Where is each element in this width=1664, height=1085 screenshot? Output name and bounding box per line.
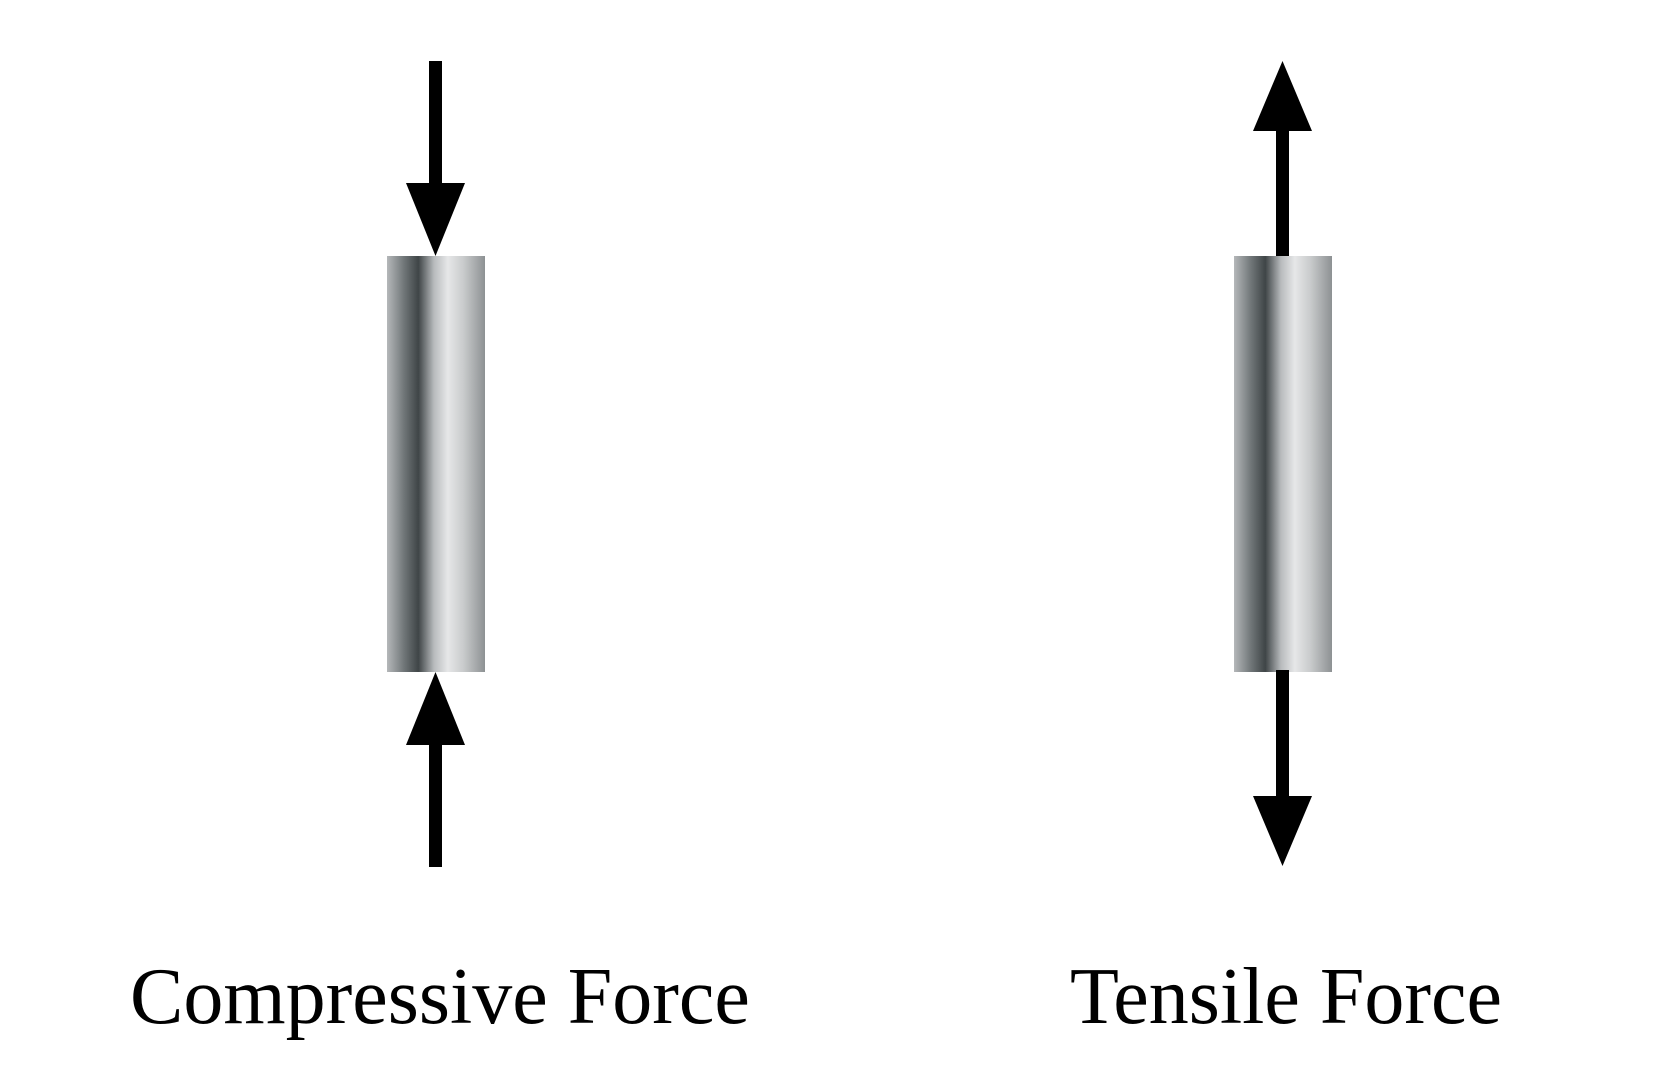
compressive-force-label: Compressive Force [130, 953, 750, 1041]
arrow-down-icon [1253, 670, 1312, 866]
compressive-panel [387, 61, 485, 867]
tensile-force-label: Tensile Force [1069, 953, 1503, 1041]
arrow-down-icon [406, 61, 465, 256]
tensile-panel [1234, 61, 1332, 866]
rod [1234, 256, 1332, 672]
arrow-up-icon [1253, 61, 1312, 258]
arrow-up-icon [406, 672, 465, 867]
rod [387, 256, 485, 672]
